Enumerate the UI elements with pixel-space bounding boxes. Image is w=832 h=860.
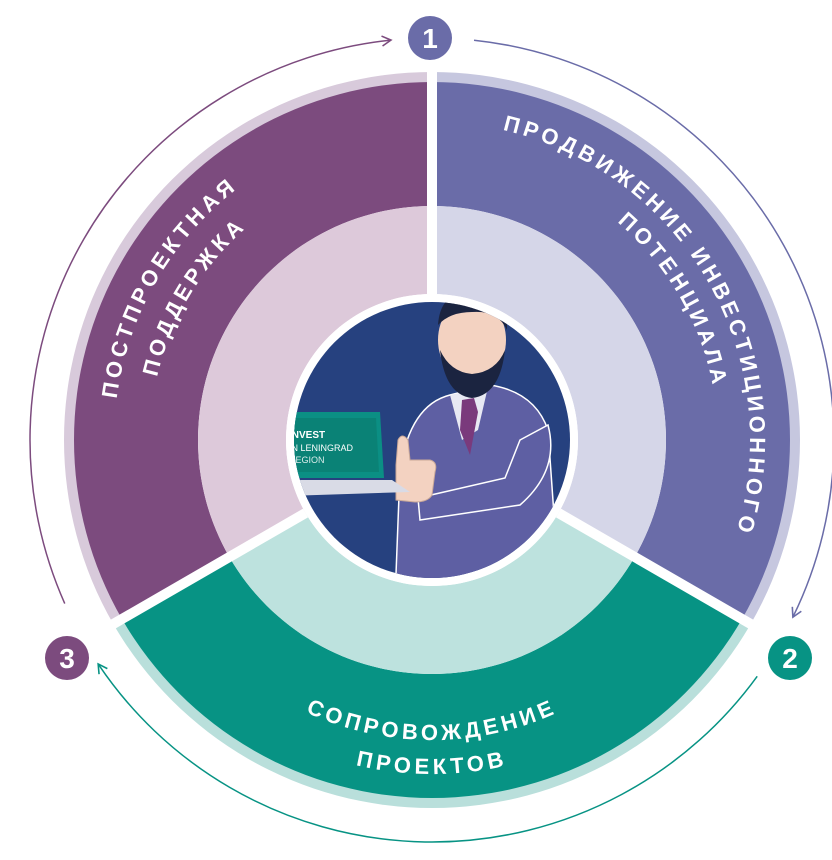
badge-2-number: 2	[782, 643, 798, 674]
segment-1-inner-band	[432, 206, 667, 557]
thumbs-up-hand	[395, 435, 437, 503]
arrow-3-to-1	[29, 35, 393, 604]
badge-1-number: 1	[422, 23, 438, 54]
badge-2-circle	[768, 636, 812, 680]
laptop-base	[294, 480, 410, 496]
segment-3-outer-band	[74, 82, 432, 619]
segment-1-outer-band	[432, 82, 790, 619]
badge-1: 1	[408, 16, 452, 60]
divider-right	[555, 508, 757, 631]
badge-2: 2	[768, 636, 812, 680]
segment-2	[113, 513, 751, 808]
laptop-brand-line2: IN LENINGRAD	[289, 443, 354, 453]
segment-1	[432, 72, 800, 624]
cycle-arrows	[29, 35, 832, 843]
center-illustration: INVEST IN LENINGRAD REGION	[286, 294, 578, 586]
segment-2-outer-band	[121, 557, 743, 798]
arrow-1-to-2	[473, 39, 832, 619]
laptop-brand-line1: INVEST	[289, 430, 325, 441]
segment-3-inner-band	[197, 206, 432, 557]
businessman-beard	[440, 350, 505, 398]
badge-3-number: 3	[59, 643, 75, 674]
badge-1-circle	[408, 16, 452, 60]
segment-2-inner-band	[229, 513, 635, 674]
businessman-hair	[438, 302, 508, 330]
segment-3	[63, 72, 432, 624]
laptop-screen-inner	[294, 418, 379, 472]
divider-left	[107, 508, 309, 631]
segment-3-shadow	[63, 72, 432, 624]
badge-3: 3	[45, 636, 89, 680]
segment-1-shadow	[432, 72, 800, 624]
badge-3-circle	[45, 636, 89, 680]
businessman-tie	[460, 398, 478, 455]
businessman-face	[438, 302, 506, 382]
arrow-2-to-3	[97, 662, 758, 843]
laptop-brand-line3: REGION	[289, 455, 325, 465]
segment-dividers	[107, 68, 757, 631]
